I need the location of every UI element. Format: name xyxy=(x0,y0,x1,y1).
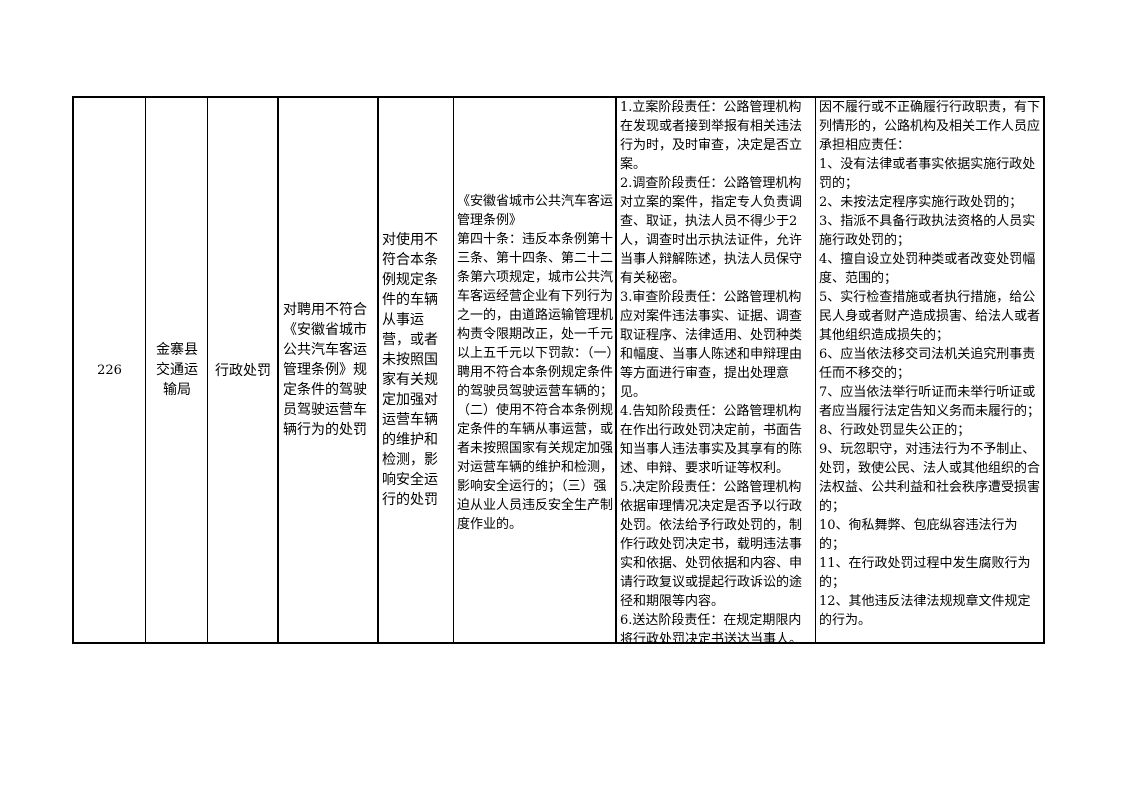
legal-basis-text: 《安徽省城市公共汽车客运管理条例》 第四十条：违反本条例第十三条、第十四条、第二… xyxy=(457,194,614,532)
table-right-border xyxy=(1043,96,1045,644)
column-divider xyxy=(615,96,617,644)
responsibility-cell: 1.立案阶段责任：公路管理机构在发现或者接到举报有相关违法行为时，及时审查，决定… xyxy=(617,98,815,642)
responsibility-text: 1.立案阶段责任：公路管理机构在发现或者接到举报有相关违法行为时，及时审查，决定… xyxy=(620,100,803,642)
table-top-border xyxy=(72,96,1045,98)
accountability-text: 因不履行或不正确履行行政职责，有下列情形的，公路机构及相关工作人员应承担相应责任… xyxy=(819,100,1041,628)
column-divider xyxy=(277,96,279,644)
column-divider xyxy=(377,96,379,644)
column-divider xyxy=(207,96,208,644)
table-bottom-border xyxy=(72,642,1045,644)
category-label: 行政处罚 xyxy=(215,363,271,379)
category-cell: 行政处罚 xyxy=(209,98,277,642)
column-divider xyxy=(815,96,816,644)
item-name-cell: 对聘用不符合《安徽省城市公共汽车客运管理条例》规定条件的驾驶员驾驶运营车辆行为的… xyxy=(279,98,377,642)
column-divider xyxy=(145,96,146,644)
table-left-border xyxy=(72,96,74,644)
column-divider xyxy=(453,96,454,644)
item-name-text: 对聘用不符合《安徽省城市公共汽车客运管理条例》规定条件的驾驶员驾驶运营车辆行为的… xyxy=(283,302,367,438)
department-name: 金寨县交通运输局 xyxy=(156,342,198,398)
serial-number: 226 xyxy=(97,362,122,378)
sub-item-text: 对使用不符合本条例规定条件的车辆从事运营，或者未按照国家有关规定加强对运营车辆的… xyxy=(382,232,438,508)
accountability-cell: 因不履行或不正确履行行政职责，有下列情形的，公路机构及相关工作人员应承担相应责任… xyxy=(816,98,1043,642)
serial-cell: 226 xyxy=(74,98,145,642)
table-row: 226 金寨县交通运输局 行政处罚 对聘用不符合《安徽省城市公共汽车客运管理条例… xyxy=(72,96,1045,644)
legal-basis-cell: 《安徽省城市公共汽车客运管理条例》 第四十条：违反本条例第十三条、第十四条、第二… xyxy=(454,98,615,642)
sub-item-cell: 对使用不符合本条例规定条件的车辆从事运营，或者未按照国家有关规定加强对运营车辆的… xyxy=(379,98,453,642)
department-cell: 金寨县交通运输局 xyxy=(148,98,206,642)
